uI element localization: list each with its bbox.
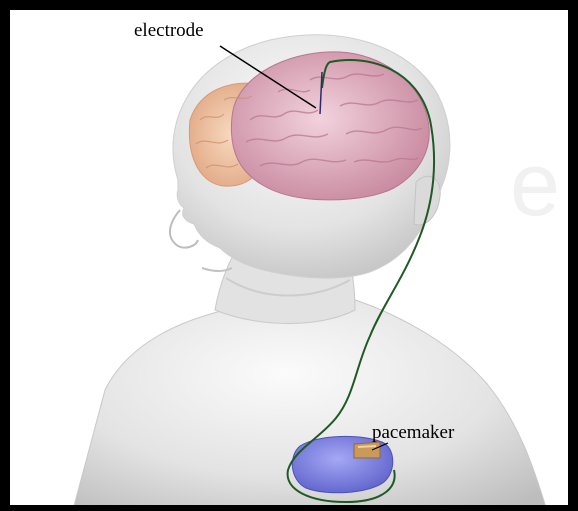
watermark-text: e xyxy=(510,135,560,235)
illustration: t e xyxy=(10,10,578,511)
electrode-label: electrode xyxy=(134,20,204,42)
pacemaker-label: pacemaker xyxy=(372,422,454,444)
